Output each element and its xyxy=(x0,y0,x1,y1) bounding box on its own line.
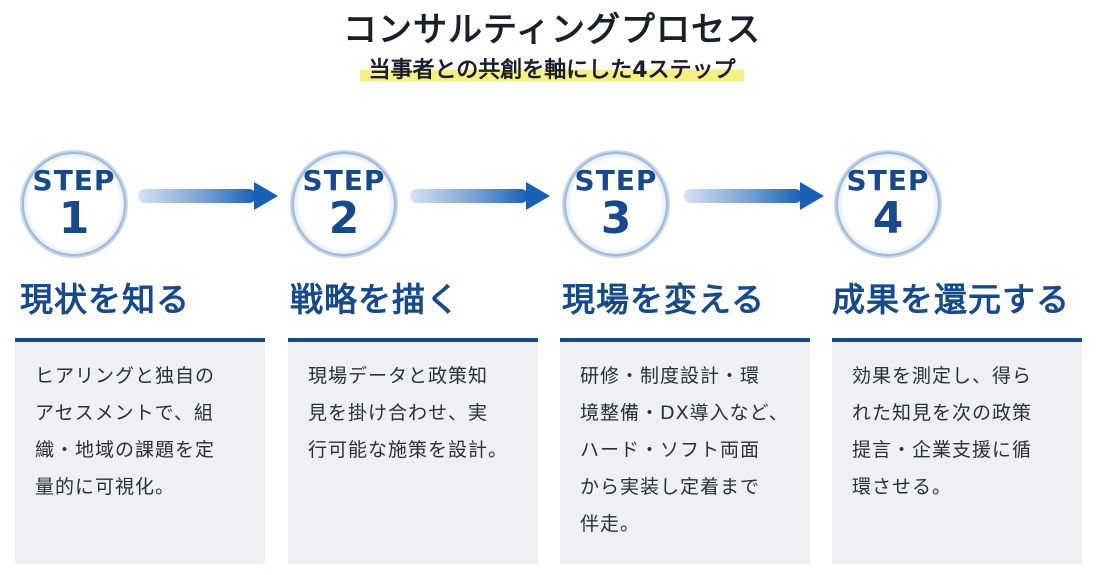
step-3-word: STEP xyxy=(574,164,658,197)
step-1-badge: STEP 1 xyxy=(22,152,126,256)
step-2-badge: STEP 2 xyxy=(292,152,396,256)
step-3-heading: 現場を変える xyxy=(562,280,766,319)
step-4-heading: 成果を還元する xyxy=(832,280,1070,319)
step-1-description: ヒアリングと独自の アセスメントで、組 織・地域の課題を定 量的に可視化。 xyxy=(35,365,216,498)
step-4-card: 効果を測定し、得ら れた知見を次の政策 提言・企業支援に循 環させる。 xyxy=(832,338,1082,564)
step-4-word: STEP xyxy=(846,164,930,197)
step-1-word: STEP xyxy=(32,164,116,197)
step-2-heading: 戦略を描く xyxy=(290,280,460,319)
step-1-card: ヒアリングと独自の アセスメントで、組 織・地域の課題を定 量的に可視化。 xyxy=(15,338,265,564)
arrow-2-to-3-icon xyxy=(410,182,550,210)
step-1-heading: 現状を知る xyxy=(20,280,190,319)
arrow-3-to-4-icon xyxy=(684,182,824,210)
step-2-word: STEP xyxy=(302,164,386,197)
step-3-card: 研修・制度設計・環 境整備・DX導入など、 ハード・ソフト両面 から実装し定着ま… xyxy=(560,338,810,564)
step-2-description: 現場データと政策知 見を掛け合わせ、実 行可能な施策を設計。 xyxy=(308,365,509,461)
step-4-badge: STEP 4 xyxy=(836,152,940,256)
step-4-description: 効果を測定し、得ら れた知見を次の政策 提言・企業支援に循 環させる。 xyxy=(852,365,1033,498)
arrow-1-to-2-icon xyxy=(138,182,278,210)
step-2-number: 2 xyxy=(328,193,360,244)
step-2-card: 現場データと政策知 見を掛け合わせ、実 行可能な施策を設計。 xyxy=(288,338,538,564)
step-3-description: 研修・制度設計・環 境整備・DX導入など、 ハード・ソフト両面 から実装し定着ま… xyxy=(580,365,789,535)
diagram-title: コンサルティングプロセス xyxy=(343,10,761,50)
diagram-subtitle: 当事者との共創を軸にした4ステップ xyxy=(360,52,744,84)
step-3-badge: STEP 3 xyxy=(564,152,668,256)
step-4-number: 4 xyxy=(872,193,904,244)
step-3-number: 3 xyxy=(600,193,632,244)
step-1-number: 1 xyxy=(58,193,90,244)
